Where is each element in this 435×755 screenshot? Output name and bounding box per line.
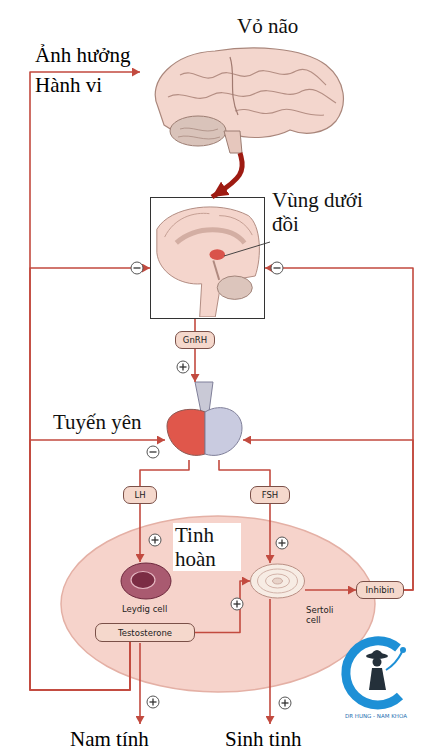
feedback-connector <box>219 460 270 486</box>
output-label: Sinh tinh <box>225 727 301 751</box>
illustration-part <box>271 262 283 274</box>
pituitary-illustration <box>165 382 243 460</box>
node-label: Sertoli cell <box>306 605 348 625</box>
logo-mark <box>346 641 406 705</box>
hormone-box: GnRH <box>175 331 215 349</box>
node-label: FSH <box>262 490 279 500</box>
brainstem-shape <box>224 131 242 153</box>
pituitary-stalk <box>195 382 213 412</box>
corpus-callosum <box>176 230 244 243</box>
output-label: Nam tính <box>70 727 149 751</box>
logo-body <box>369 668 386 690</box>
illustration-part <box>152 699 153 706</box>
illustration-part <box>274 267 281 268</box>
cerebellum-shape <box>170 116 226 146</box>
gyrus-line <box>235 109 324 115</box>
minus-sign <box>147 446 159 458</box>
brain-region: Vỏ não <box>140 45 350 153</box>
brain-slice <box>157 207 260 317</box>
plus-sign <box>279 697 291 709</box>
illustration-part <box>147 446 159 458</box>
cell-core <box>273 578 283 584</box>
node-label: GnRH <box>183 335 207 345</box>
illustration-part <box>279 697 291 709</box>
node-label: Testosterone <box>118 628 172 638</box>
minus-sign <box>131 262 143 274</box>
edge-label: Ảnh hưởng Hành vi <box>35 40 140 100</box>
illustration-part <box>131 262 143 274</box>
sertoli-cell: Sertoli cell <box>250 563 305 599</box>
node-label: Vỏ não <box>237 14 298 38</box>
plus-sign <box>177 361 189 373</box>
hormone-box: LH <box>123 486 157 504</box>
cell-nucleus <box>131 572 155 589</box>
hormone-box: Inhibin <box>356 581 404 599</box>
node-label: Vùng dưới đồi <box>272 188 372 236</box>
hormone-box: Testosterone <box>95 623 195 642</box>
cell-outline <box>121 563 171 599</box>
gyrus-line <box>168 89 336 103</box>
brain-illustration <box>140 45 350 153</box>
anterior-lobe <box>167 409 205 455</box>
cell-outline <box>251 564 305 598</box>
sagittal-illustration <box>151 198 263 317</box>
logo-arc <box>346 641 400 705</box>
stalk-line <box>213 260 219 279</box>
gyrus-line <box>165 213 253 237</box>
minus-sign <box>271 262 283 274</box>
posterior-lobe <box>205 408 242 456</box>
cerebellum-shape <box>217 276 252 299</box>
logo-sperm <box>386 652 402 670</box>
illustration-part <box>150 701 157 702</box>
node-label: Inhibin <box>366 585 395 595</box>
illustration-part <box>282 702 289 703</box>
cerebellum-line <box>178 128 220 139</box>
logo-head <box>373 658 382 667</box>
illustration-part <box>177 361 189 373</box>
gyrus-line <box>180 69 326 85</box>
hypothalamus-spot <box>209 249 225 260</box>
illustration-part <box>182 364 183 371</box>
logo-sperm <box>400 647 406 653</box>
node-label: Tinh hoàn <box>173 523 241 571</box>
logo-hat <box>366 653 388 659</box>
feedback-connector <box>194 319 196 331</box>
leydig-illustration <box>120 562 172 600</box>
sertoli-illustration <box>250 563 305 599</box>
plus-sign <box>147 696 159 708</box>
illustration-part <box>150 451 157 452</box>
logo-hat <box>370 650 384 656</box>
illustration-part <box>134 267 141 268</box>
watermark-text: DR HUNG - NAM KHOA <box>345 713 407 720</box>
cell-ring <box>266 574 290 588</box>
cell-ring <box>258 569 298 593</box>
feedback-connector <box>140 460 189 486</box>
node-label: Leydig cell <box>122 604 167 614</box>
feedback-connector <box>194 349 196 382</box>
hormone-box: FSH <box>250 486 290 504</box>
sulcus-line <box>230 57 238 115</box>
illustration-part <box>147 696 159 708</box>
hypothalamus-box: Vùng dưới đồi <box>150 197 265 319</box>
leydig-cell: Leydig cell <box>120 562 172 600</box>
testis-outline <box>61 516 375 692</box>
node-label: Tuyến yên <box>53 410 141 434</box>
illustration-part <box>284 700 285 707</box>
signal-arrow <box>212 153 242 197</box>
testis-organ: Leydig cellSertoli cellTestosteroneTinh … <box>60 515 376 693</box>
node-label: LH <box>134 490 145 500</box>
pituitary-gland: Tuyến yên <box>165 382 243 460</box>
illustration-part <box>180 366 187 367</box>
